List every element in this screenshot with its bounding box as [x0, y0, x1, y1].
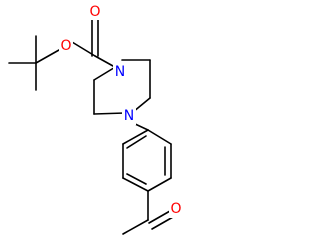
bond-tbutyl-oxygen	[35, 49, 60, 64]
bond-oxygen-carbonyl-carbon	[71, 41, 96, 57]
bond-ring-inner-top	[126, 135, 147, 149]
bond-carbonyl-nitrogen	[94, 55, 114, 67]
bond-ring-inner-bottom	[126, 173, 147, 185]
atom-label-oxygen-carbonyl: O	[89, 4, 100, 20]
atom-oxygen-ester: O	[59, 37, 73, 55]
bond-acetyl-double-b	[151, 216, 174, 230]
atom-oxygen-carbonyl: O	[88, 4, 102, 20]
bond-ring-c3-c4	[147, 177, 172, 192]
bond-ring-c4-c5	[122, 177, 149, 192]
bond-piperazine-n4-c5	[93, 112, 126, 115]
atom-label-oxygen-acetyl: O	[170, 201, 181, 217]
bond-acetyl-double-a	[148, 210, 171, 224]
atom-nitrogen-bottom: N	[122, 107, 136, 125]
bond-ring-c6-c1	[122, 129, 149, 145]
atom-oxygen-acetyl: O	[169, 200, 183, 218]
bond-acetyl-methyl	[122, 219, 149, 235]
structure-canvas: O O N N O	[8, 4, 183, 235]
molecule-diagram: O O N N O	[8, 4, 183, 235]
atom-label-oxygen-ester: O	[60, 38, 71, 54]
bond-ring-c1-c2	[147, 129, 172, 145]
atom-label-nitrogen-bottom: N	[124, 108, 134, 124]
atom-nitrogen-top: N	[113, 63, 127, 81]
atom-label-nitrogen-top: N	[115, 64, 125, 80]
